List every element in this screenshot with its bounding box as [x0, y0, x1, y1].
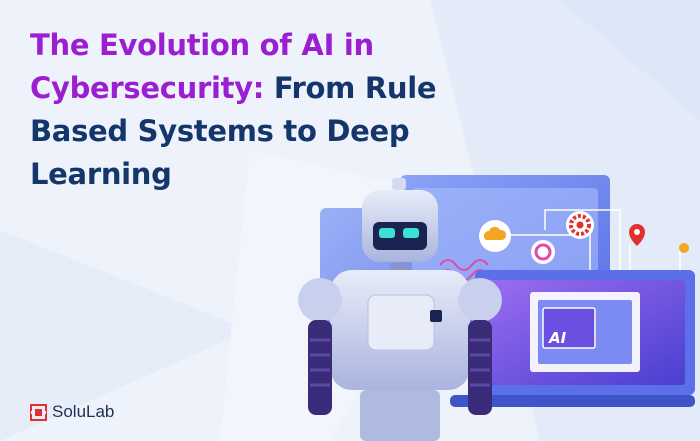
ring-icon [531, 240, 555, 264]
brand-logo: SoluLab [30, 402, 114, 422]
ai-screen-label: AI [549, 329, 567, 347]
page-title: The Evolution of AI in Cybersecurity: Fr… [30, 24, 490, 196]
brand-name: SoluLab [52, 402, 115, 421]
robot-icon [298, 178, 502, 441]
cloud-icon [479, 220, 511, 252]
ai-robot-illustration [298, 175, 695, 441]
gear-icon [566, 211, 594, 239]
laptop-icon [450, 270, 695, 407]
solulab-logo-icon [30, 403, 47, 421]
title-accent: The Evolution of AI in Cybersecurity: [30, 28, 374, 105]
location-pin-icon [629, 224, 645, 246]
title-main: From Rule Based Systems to Deep Learning [30, 71, 437, 191]
